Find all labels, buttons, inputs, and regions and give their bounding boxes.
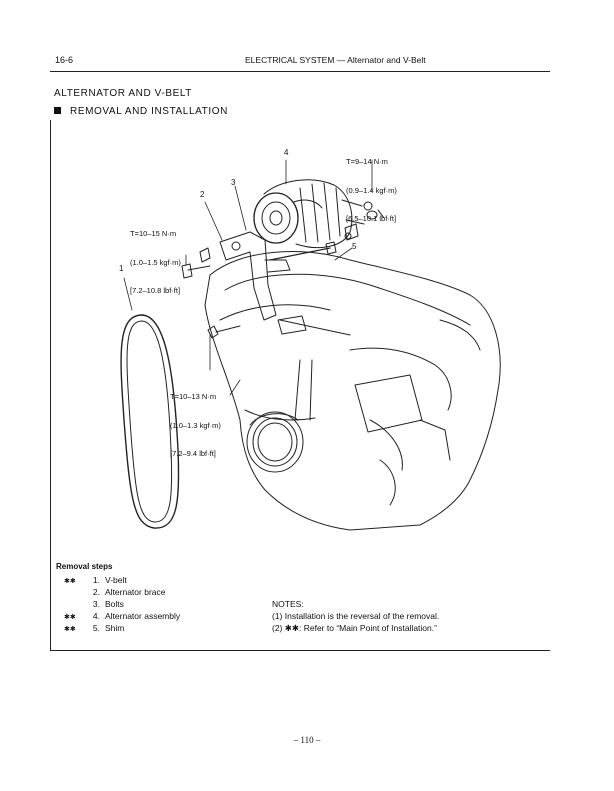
step-number: 1. <box>92 575 100 585</box>
shim-drawing <box>344 223 359 241</box>
callout-4: 4 <box>284 148 289 157</box>
alternator-drawing <box>253 179 385 249</box>
alternator-brace-drawing <box>219 231 307 335</box>
list-item: ✱✱ 1. V-belt <box>64 575 127 587</box>
header-title: ELECTRICAL SYSTEM — Alternator and V-Bel… <box>245 55 426 65</box>
figure-frame <box>50 120 550 651</box>
subsection-title: REMOVAL AND INSTALLATION <box>70 106 228 117</box>
header-rule <box>50 71 550 72</box>
crank-pulley-drawing <box>246 411 304 473</box>
torque-line: T=10–15 N·m <box>130 229 177 238</box>
torque-line: T=10–13 N·m <box>170 392 217 401</box>
torque-spec-alternator: T=9–14 N·m (0.9–1.4 kgf·m) [6.5–10.1 lbf… <box>346 138 397 233</box>
torque-line: (1.0–1.5 kgf·m) <box>130 257 181 267</box>
step-marker: ✱✱ <box>64 578 76 585</box>
alternator-diagram <box>120 159 501 531</box>
page-number: – 110 – <box>293 735 321 745</box>
callout-3: 3 <box>231 178 236 187</box>
torque-line: [6.5–10.1 lbf·ft] <box>346 214 397 223</box>
notes-title: NOTES: <box>272 599 304 609</box>
callout-2: 2 <box>200 190 205 199</box>
note-item: (2) ✱✱: Refer to “Main Point of Installa… <box>272 623 437 633</box>
torque-line: T=9–14 N·m <box>346 157 388 166</box>
torque-line: [7.2–9.4 lbf·ft] <box>170 449 216 458</box>
list-item: 2. Alternator brace <box>64 587 166 599</box>
list-item: ✱✱ 4. Alternator assembly <box>64 611 180 623</box>
step-number: 3. <box>92 599 100 609</box>
note-item: (1) Installation is the reversal of the … <box>272 611 440 621</box>
step-text: Bolts <box>105 599 124 609</box>
removal-steps-title: Removal steps <box>56 562 113 571</box>
step-text: Alternator assembly <box>105 611 181 621</box>
bolt-drawings <box>181 201 373 339</box>
step-number: 2. <box>92 587 100 597</box>
callout-1: 1 <box>119 264 124 273</box>
section-title: ALTERNATOR AND V-BELT <box>54 88 193 99</box>
page-ref: 16-6 <box>55 55 74 65</box>
torque-line: (1.0–1.3 kgf·m) <box>170 420 221 430</box>
step-number: 5. <box>92 623 100 633</box>
callout-leaders <box>123 159 373 396</box>
torque-spec-bolts: T=10–13 N·m (1.0–1.3 kgf·m) [7.2–9.4 lbf… <box>170 373 221 468</box>
torque-line: [7.2–10.8 lbf·ft] <box>130 286 181 295</box>
callout-5: 5 <box>352 242 357 251</box>
step-text: Shim <box>105 623 125 633</box>
engine-block-drawing <box>204 251 501 531</box>
step-marker: ✱✱ <box>64 626 76 633</box>
list-item: ✱✱ 5. Shim <box>64 623 124 635</box>
list-item: 3. Bolts <box>64 599 124 611</box>
step-text: Alternator brace <box>105 587 166 597</box>
step-marker: ✱✱ <box>64 614 76 621</box>
v-belt-drawing <box>120 314 180 529</box>
torque-line: (0.9–1.4 kgf·m) <box>346 185 397 195</box>
subsection-heading: REMOVAL AND INSTALLATION <box>54 106 228 117</box>
step-number: 4. <box>92 611 100 621</box>
torque-spec-brace: T=10–15 N·m (1.0–1.5 kgf·m) [7.2–10.8 lb… <box>130 210 181 305</box>
square-bullet-icon <box>54 107 61 114</box>
step-text: V-belt <box>105 575 127 585</box>
